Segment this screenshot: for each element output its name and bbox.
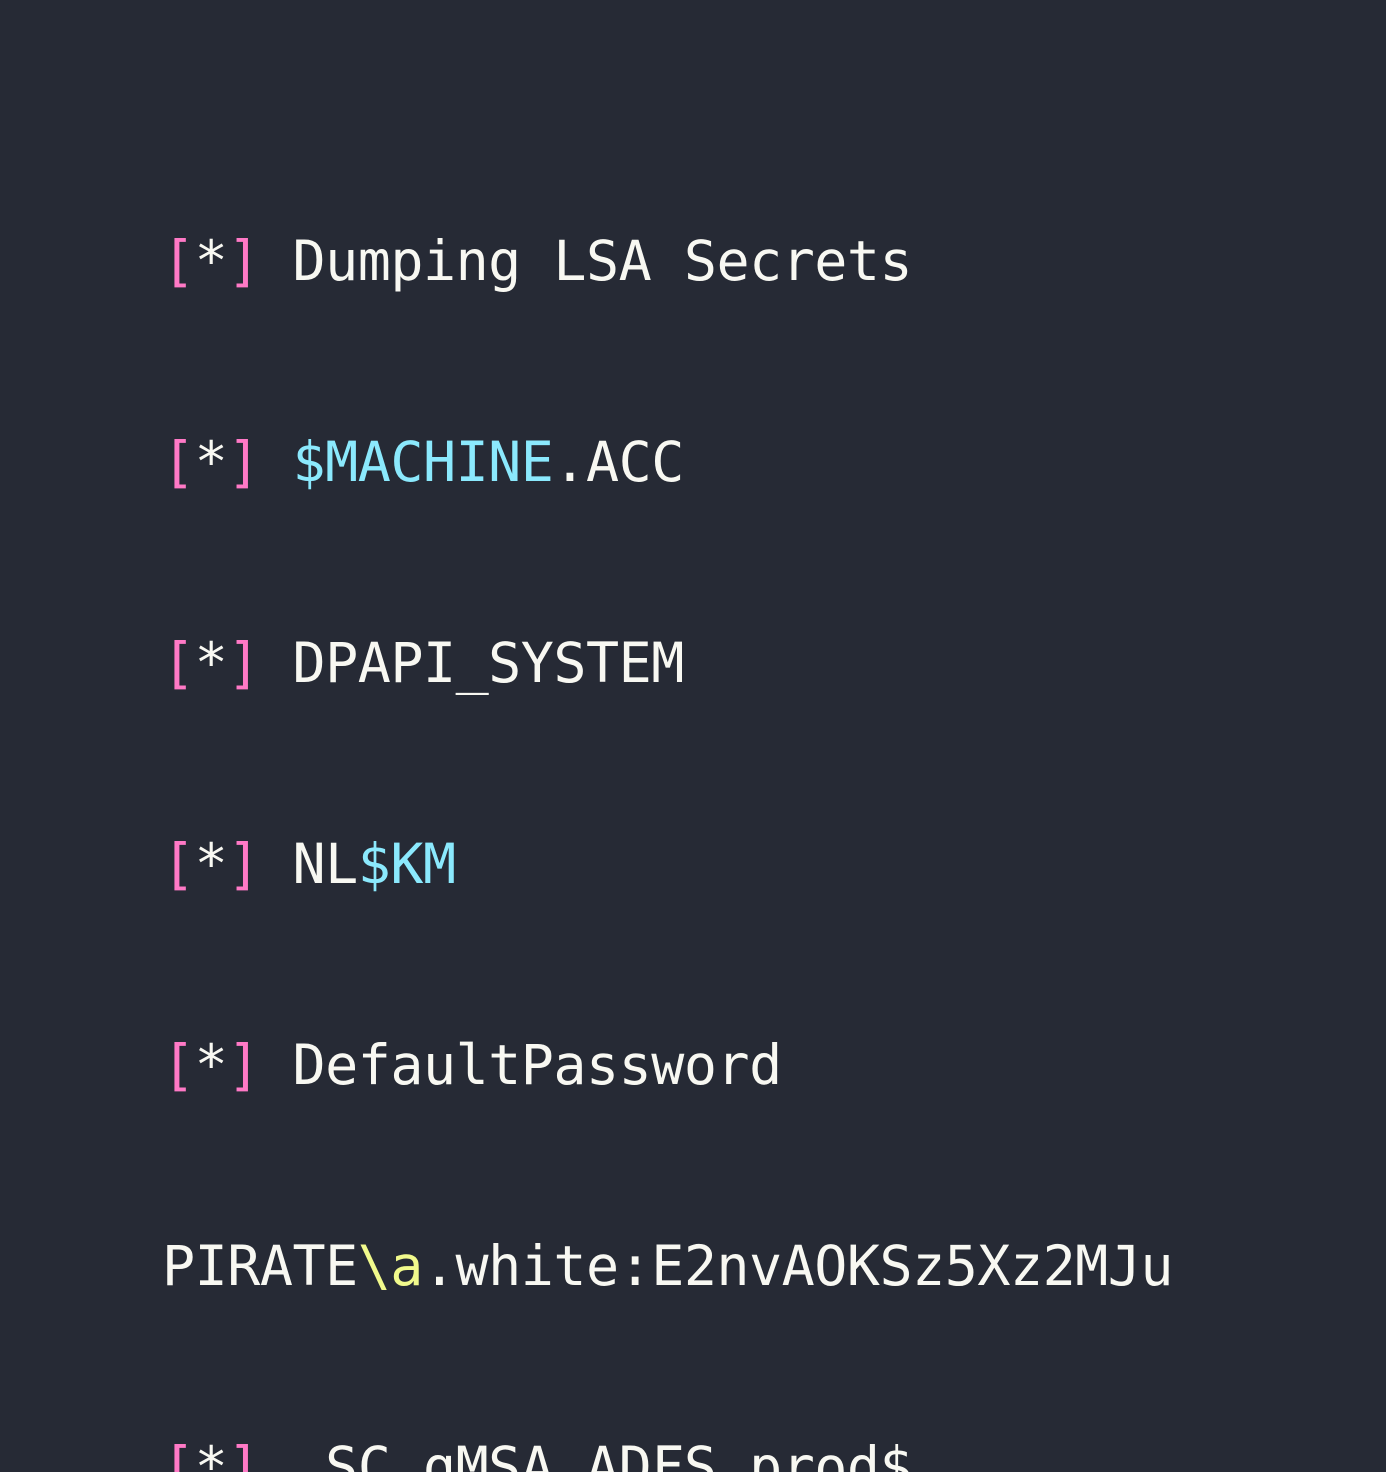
bracket-open: [ [162,631,195,695]
asterisk-icon: * [194,229,228,293]
line-text: _SC_gMSA_ADFS_prod$ [292,1435,913,1472]
output-line-dpapi-system: [*] DPAPI_SYSTEM [162,630,1173,697]
output-line-lsa-secrets: [*] Dumping LSA Secrets [162,228,1173,295]
output-line-credential: PIRATE\a.white:E2nvAOKSz5Xz2MJu [162,1233,1174,1300]
bracket-close: ] [227,832,260,896]
bracket-close: ] [227,1435,260,1472]
bracket-close: ] [227,631,260,695]
line-text: NL [292,832,359,896]
bracket-open: [ [162,430,195,494]
username-highlight: \a [357,1234,424,1298]
output-line-default-password: [*] DefaultPassword [162,1032,1173,1099]
line-variable: $MACHINE [292,430,554,494]
credential-text: .white:E2nvAOKSz5Xz2MJu [422,1234,1174,1298]
output-line-machine-acc: [*] $MACHINE.ACC [162,429,1173,496]
line-text: Dumping LSA Secrets [292,229,913,293]
asterisk-icon: * [194,430,228,494]
bracket-close: ] [227,229,260,293]
bracket-close: ] [227,1033,260,1097]
line-text: DefaultPassword [292,1033,783,1097]
asterisk-icon: * [194,1435,228,1472]
bracket-open: [ [162,229,195,293]
line-text: .ACC [553,430,684,494]
line-text: DPAPI_SYSTEM [292,631,685,695]
bracket-open: [ [162,832,195,896]
bracket-open: [ [162,1435,195,1472]
asterisk-icon: * [194,631,228,695]
asterisk-icon: * [194,1033,228,1097]
terminal-output: [*] Dumping LSA Secrets [*] $MACHINE.ACC… [162,94,1174,1472]
domain-name: PIRATE [162,1234,358,1298]
bracket-close: ] [227,430,260,494]
output-line-nlkm: [*] NL$KM [162,831,1173,898]
line-variable: $KM [357,832,456,896]
output-line-gmsa: [*] _SC_gMSA_ADFS_prod$ [162,1434,1173,1472]
asterisk-icon: * [194,832,228,896]
bracket-open: [ [162,1033,195,1097]
